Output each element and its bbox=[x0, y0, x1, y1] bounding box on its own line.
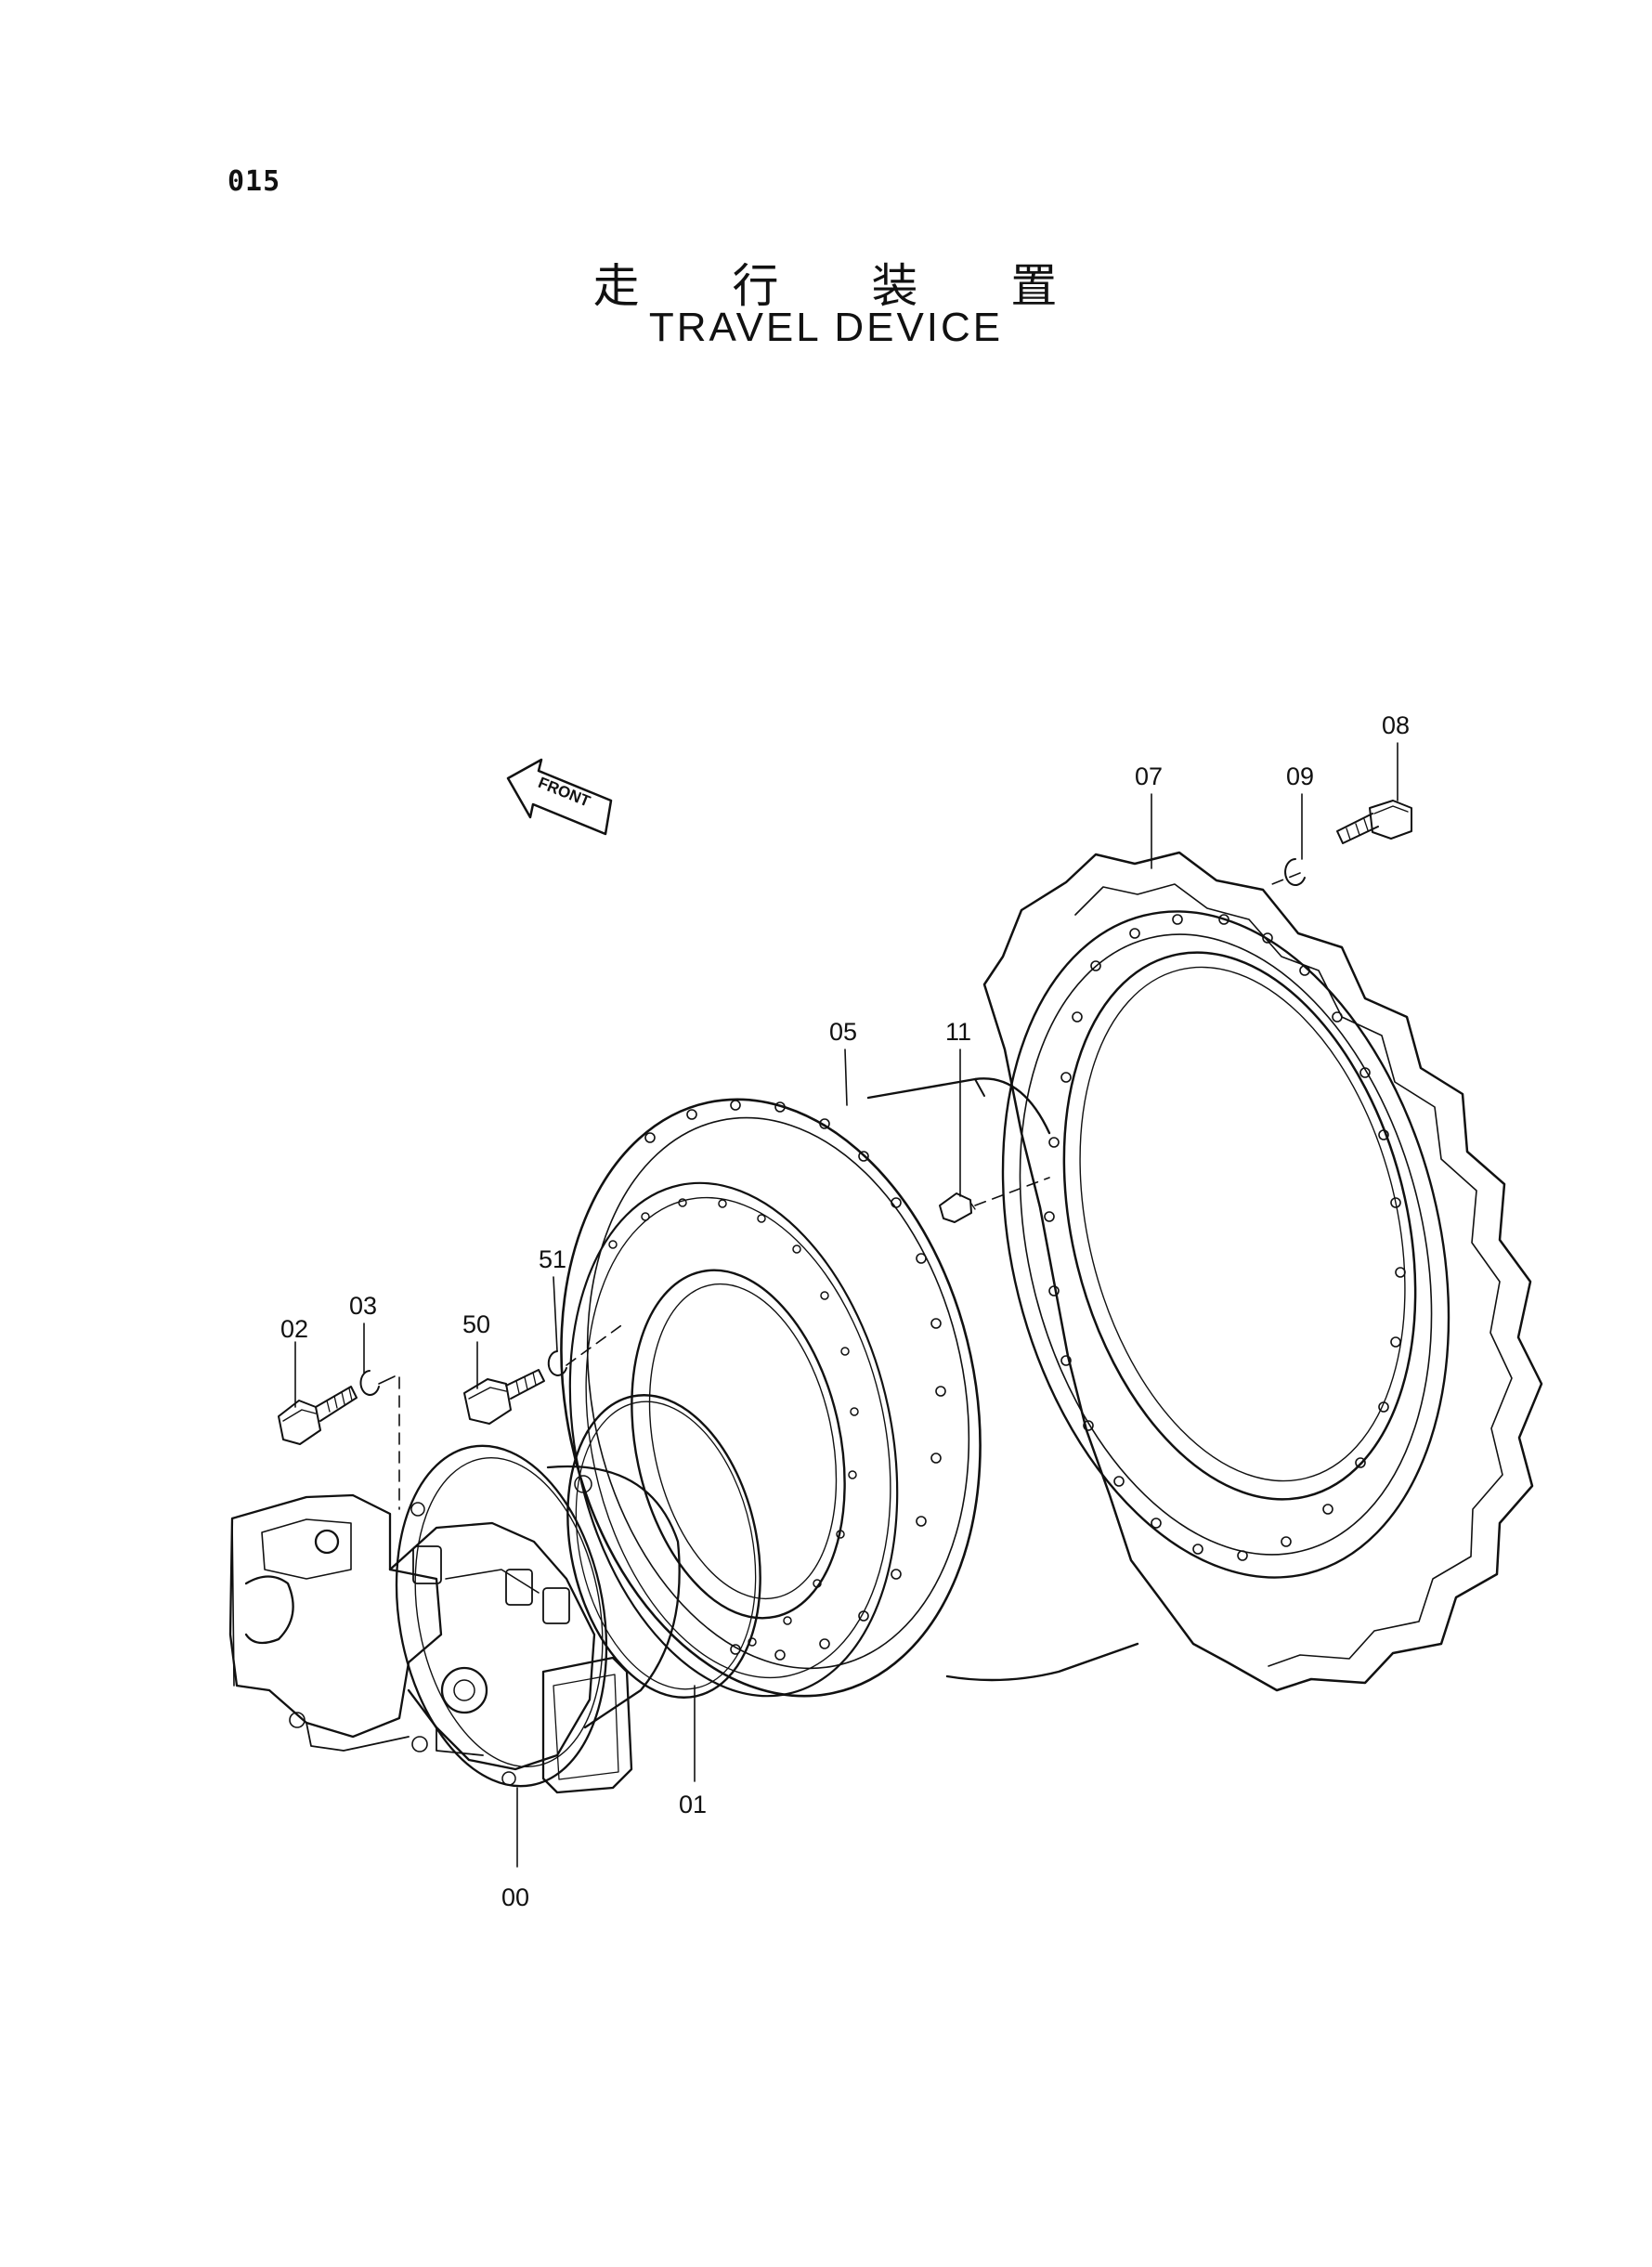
bolt-02-part bbox=[278, 1386, 358, 1445]
title-english: TRAVEL DEVICE bbox=[648, 305, 1004, 350]
callout-05: 05 bbox=[829, 1018, 857, 1046]
washer-03-part bbox=[359, 1370, 380, 1396]
title-japanese: 走 行 装 置 bbox=[592, 259, 1097, 313]
callout-03: 03 bbox=[349, 1292, 377, 1320]
plug-11-part bbox=[939, 1192, 976, 1223]
callout-02: 02 bbox=[280, 1315, 308, 1343]
bolt-08-part bbox=[1336, 800, 1412, 844]
front-label: FRONT bbox=[536, 774, 593, 811]
housing-drum-part bbox=[560, 1077, 1139, 1698]
leader-lines bbox=[294, 742, 1398, 1868]
callout-07: 07 bbox=[1135, 762, 1163, 790]
callout-00: 00 bbox=[501, 1883, 529, 1911]
washer-51-part bbox=[547, 1350, 567, 1376]
callout-51: 51 bbox=[539, 1245, 566, 1273]
front-arrow-icon: FRONT bbox=[506, 758, 613, 836]
washer-09-part bbox=[1284, 858, 1306, 886]
callout-08: 08 bbox=[1382, 711, 1410, 739]
callout-50: 50 bbox=[462, 1310, 490, 1338]
callout-11: 11 bbox=[945, 1018, 971, 1046]
page-code: 015 bbox=[228, 165, 281, 198]
o-ring-part bbox=[566, 1394, 761, 1699]
travel-motor-part bbox=[228, 1444, 681, 1794]
bolt-50-part bbox=[463, 1369, 545, 1425]
callout-01: 01 bbox=[679, 1791, 707, 1818]
sprocket-part bbox=[982, 851, 1543, 1692]
callout-labels: 00 01 02 03 05 07 08 09 11 50 51 bbox=[280, 711, 1410, 1911]
callout-09: 09 bbox=[1286, 762, 1314, 790]
